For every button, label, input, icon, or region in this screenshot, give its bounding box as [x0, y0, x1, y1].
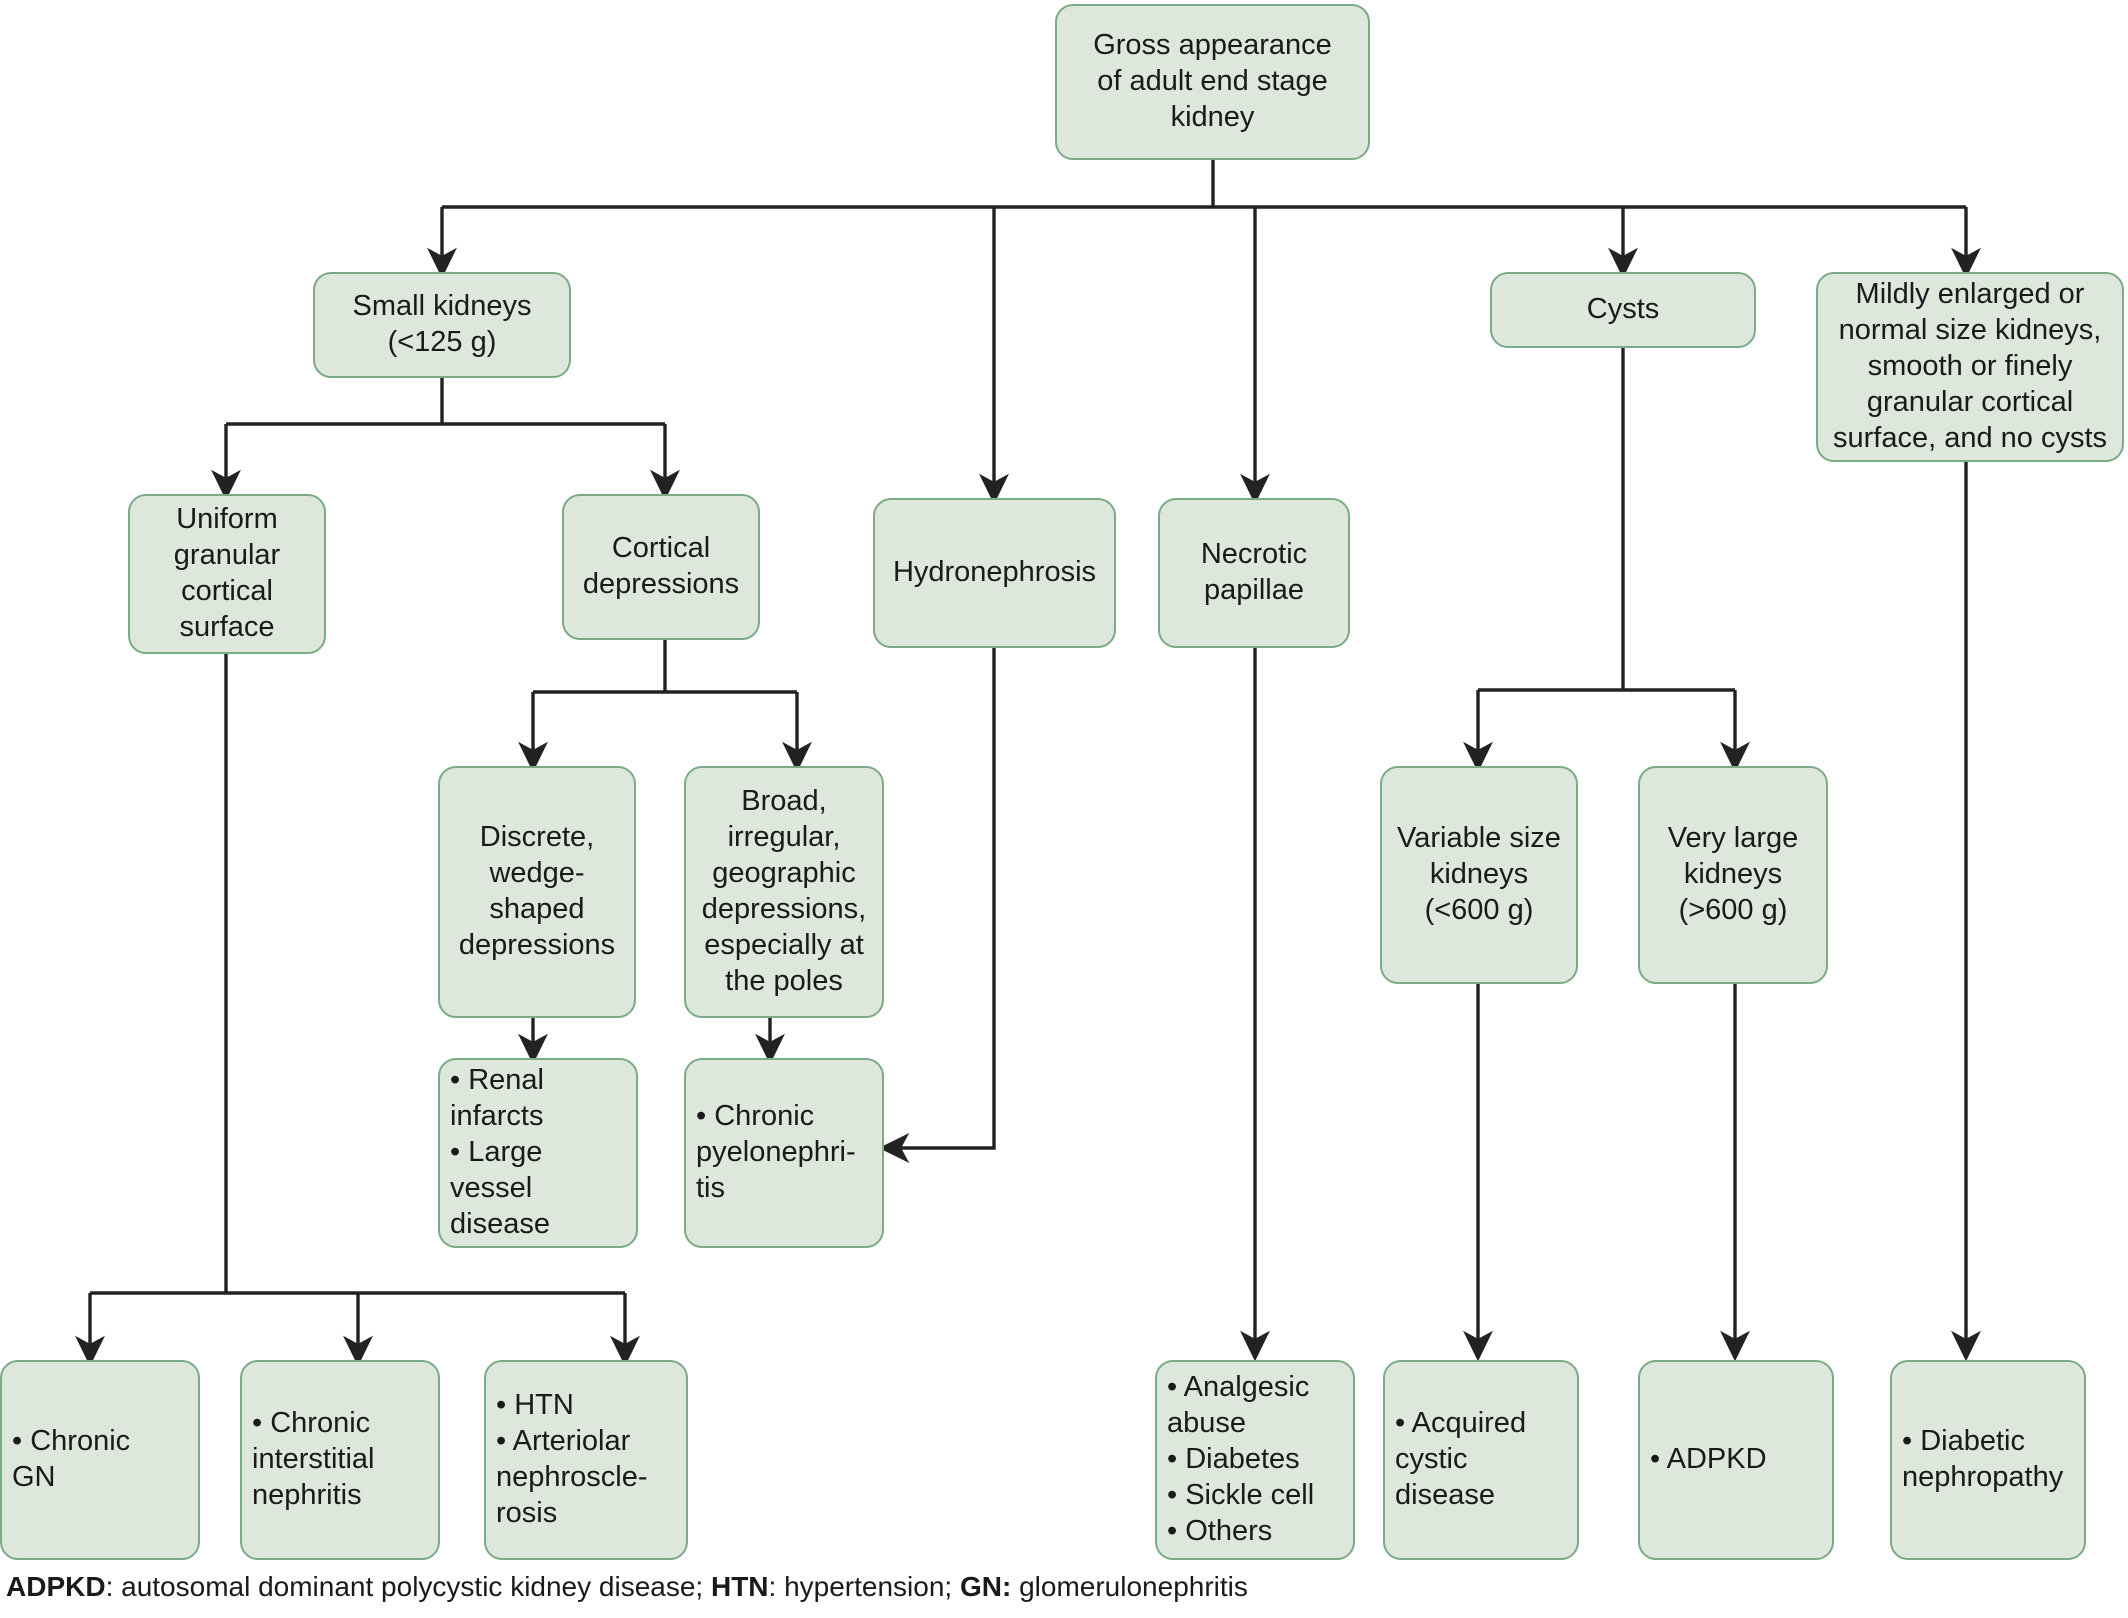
wire-hydronephrosis-to-pyelonephritis: [878, 648, 996, 1163]
footnote-abbreviations: ADPKD: autosomal dominant polycystic kid…: [6, 1570, 1248, 1604]
node-acquired-cystic-label: • Acquired cystic disease: [1395, 1407, 1527, 1511]
node-root-label: Gross appearance of adult end stage kidn…: [1093, 29, 1332, 133]
node-adpkd[interactable]: • ADPKD: [1638, 1360, 1834, 1560]
node-discrete-wedge-label: Discrete, wedge- shaped depressions: [458, 821, 616, 961]
node-root[interactable]: Gross appearance of adult end stage kidn…: [1055, 4, 1370, 160]
footnote-abbr-htn: HTN: [710, 1571, 769, 1602]
node-diabetic-nephropathy[interactable]: • Diabetic nephropathy: [1890, 1360, 2086, 1560]
node-variable-size[interactable]: Variable size kidneys (<600 g): [1380, 766, 1578, 984]
footnote-abbr-gn: GN:: [959, 1571, 1012, 1602]
node-variable-size-label: Variable size kidneys (<600 g): [1397, 822, 1561, 926]
node-acquired-cystic[interactable]: • Acquired cystic disease: [1383, 1360, 1579, 1560]
node-cysts-label: Cysts: [1586, 293, 1660, 326]
node-uniform-granular-label: Uniform granular cortical surface: [173, 503, 281, 643]
node-renal-infarcts[interactable]: • Renal infarcts • Large vessel disease: [438, 1058, 638, 1248]
node-mildly-enlarged-label: Mildly enlarged or normal size kidneys, …: [1832, 278, 2108, 454]
node-htn-arteriolar[interactable]: • HTN • Arteriolar nephroscle- rosis: [484, 1360, 688, 1560]
node-necrotic-papillae[interactable]: Necrotic papillae: [1158, 498, 1350, 648]
node-uniform-granular[interactable]: Uniform granular cortical surface: [128, 494, 326, 654]
footnote-text-htn: : hypertension;: [768, 1571, 960, 1602]
node-very-large-label: Very large kidneys (>600 g): [1667, 822, 1799, 926]
node-necrotic-papillae-label: Necrotic papillae: [1200, 538, 1308, 606]
node-small-kidneys[interactable]: Small kidneys (<125 g): [313, 272, 571, 378]
node-htn-arteriolar-label: • HTN • Arteriolar nephroscle- rosis: [496, 1389, 648, 1529]
node-broad-irregular-label: Broad, irregular, geographic depressions…: [701, 785, 867, 997]
node-very-large[interactable]: Very large kidneys (>600 g): [1638, 766, 1828, 984]
node-chronic-pyelonephritis-label: • Chronic pyelonephri- tis: [696, 1100, 856, 1204]
node-renal-infarcts-label: • Renal infarcts • Large vessel disease: [450, 1064, 550, 1240]
node-chronic-gn[interactable]: • Chronic GN: [0, 1360, 200, 1560]
node-hydronephrosis-label: Hydronephrosis: [892, 556, 1097, 589]
footnote-abbr-adpkd: ADPKD: [6, 1571, 106, 1602]
node-broad-irregular[interactable]: Broad, irregular, geographic depressions…: [684, 766, 884, 1018]
node-chronic-interstitial[interactable]: • Chronic interstitial nephritis: [240, 1360, 440, 1560]
node-cysts[interactable]: Cysts: [1490, 272, 1756, 348]
node-analgesic-abuse[interactable]: • Analgesic abuse • Diabetes • Sickle ce…: [1155, 1360, 1355, 1560]
node-cortical-depressions[interactable]: Cortical depressions: [562, 494, 760, 640]
node-chronic-gn-label: • Chronic GN: [12, 1425, 131, 1493]
node-chronic-interstitial-label: • Chronic interstitial nephritis: [252, 1407, 375, 1511]
node-hydronephrosis[interactable]: Hydronephrosis: [873, 498, 1116, 648]
footnote-text-adpkd: : autosomal dominant polycystic kidney d…: [105, 1571, 711, 1602]
node-chronic-pyelonephritis[interactable]: • Chronic pyelonephri- tis: [684, 1058, 884, 1248]
node-mildly-enlarged[interactable]: Mildly enlarged or normal size kidneys, …: [1816, 272, 2124, 462]
node-diabetic-nephropathy-label: • Diabetic nephropathy: [1902, 1425, 2064, 1493]
node-small-kidneys-label: Small kidneys (<125 g): [352, 290, 532, 358]
node-cortical-depressions-label: Cortical depressions: [582, 532, 740, 600]
node-analgesic-abuse-label: • Analgesic abuse • Diabetes • Sickle ce…: [1167, 1371, 1315, 1547]
node-adpkd-label: • ADPKD: [1650, 1443, 1767, 1476]
footnote-text-gn: glomerulonephritis: [1011, 1571, 1248, 1602]
node-discrete-wedge[interactable]: Discrete, wedge- shaped depressions: [438, 766, 636, 1018]
